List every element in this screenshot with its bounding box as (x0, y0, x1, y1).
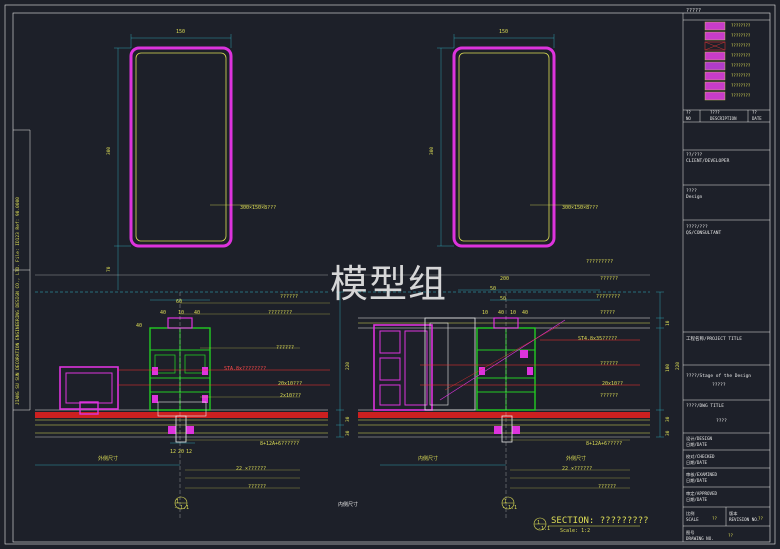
inner-frame (12, 12, 771, 543)
left-frame-detail (35, 274, 344, 520)
right-frame-detail (358, 274, 664, 531)
title-block (682, 13, 770, 542)
right-tube-section (437, 34, 590, 248)
outer-frame (4, 4, 776, 545)
left-tube-section (114, 34, 265, 290)
legend-swatches (704, 21, 726, 101)
